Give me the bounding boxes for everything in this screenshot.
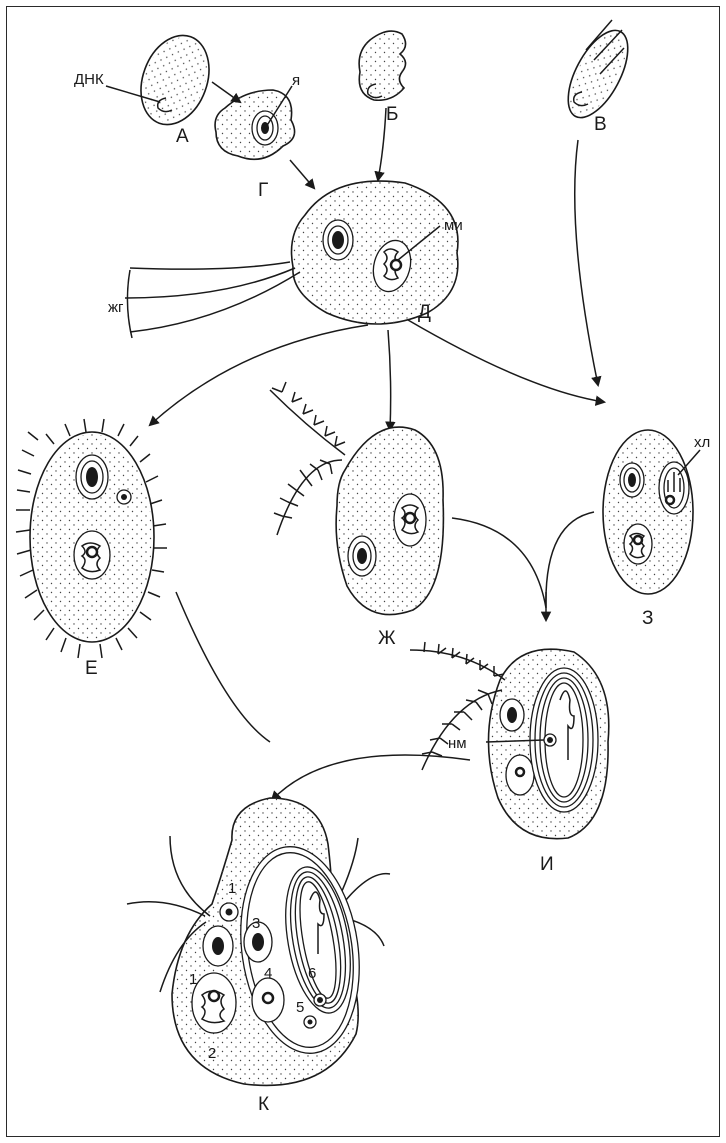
arrow-v-z — [575, 140, 598, 385]
number-4: 4 — [264, 965, 272, 982]
arrow-g-d — [290, 160, 314, 188]
label-k: К — [258, 1094, 269, 1115]
cell-v — [556, 20, 640, 127]
label-d: Д — [418, 302, 431, 323]
annotation-mitochondrion: ми — [444, 217, 463, 234]
merge-lines — [452, 512, 594, 608]
annotation-nucleomorph: нм — [448, 735, 467, 752]
label-g: Г — [258, 180, 268, 201]
cell-d — [125, 181, 458, 338]
number-5: 5 — [296, 999, 304, 1016]
arrow-b-d — [378, 108, 386, 180]
cell-zh — [270, 382, 443, 615]
cell-g — [215, 86, 295, 159]
label-zh: Ж — [378, 628, 396, 649]
cell-z — [603, 430, 700, 594]
cell-i — [410, 642, 609, 839]
label-b: Б — [386, 104, 398, 125]
number-1-top: 1 — [228, 880, 236, 897]
label-i: И — [540, 854, 554, 875]
arrow-d-zh — [388, 330, 391, 430]
label-e: Е — [85, 658, 98, 679]
label-v: В — [594, 114, 607, 135]
annotation-nucleus: я — [292, 72, 300, 89]
cell-a — [129, 26, 221, 134]
arrow-i-k — [272, 755, 470, 800]
cell-e — [16, 419, 167, 658]
arrow-e-k — [176, 592, 270, 742]
number-6: 6 — [308, 965, 316, 982]
cell-b — [359, 31, 405, 100]
arrow-d-e — [150, 325, 368, 425]
label-z: З — [642, 608, 653, 629]
annotation-chloroplast: хл — [694, 434, 710, 451]
arrow-a-g — [212, 82, 240, 102]
label-a: А — [176, 126, 189, 147]
arrow-d-z — [408, 320, 604, 402]
cell-k — [127, 798, 390, 1085]
number-1-prime: 1 — [189, 971, 197, 988]
number-2: 2 — [208, 1045, 216, 1062]
number-3: 3 — [252, 915, 260, 932]
annotation-dna: ДНК — [74, 71, 104, 88]
annotation-flagellum: жг — [108, 299, 124, 316]
